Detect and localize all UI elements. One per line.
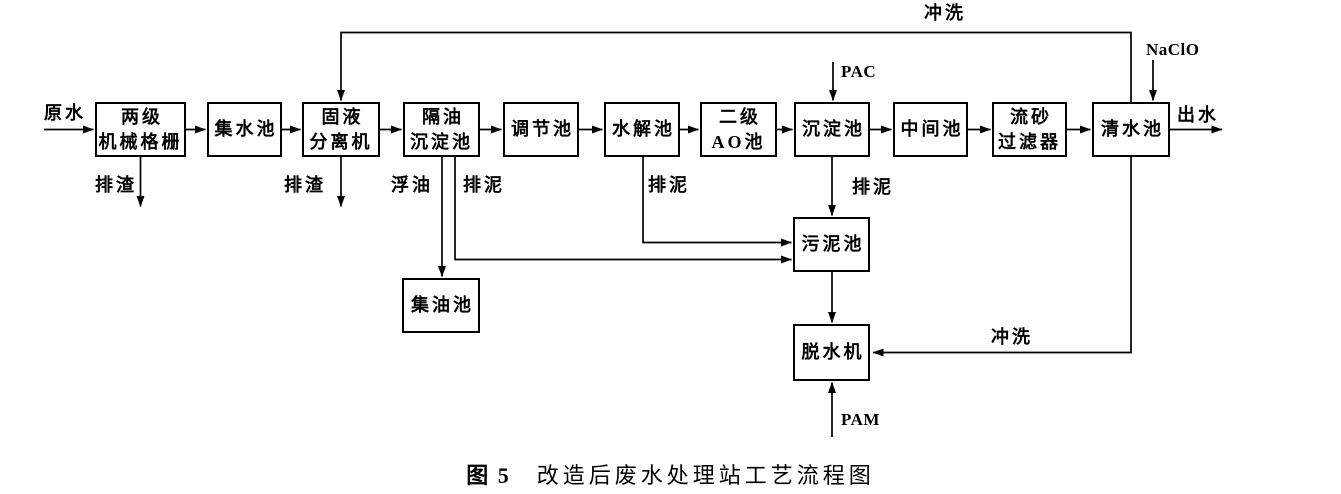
node-collecting-tank: 集水池 bbox=[207, 102, 282, 157]
label-pam: PAM bbox=[841, 410, 880, 429]
label-pac: PAC bbox=[841, 62, 877, 81]
label-slag-grille: 排渣 bbox=[95, 175, 137, 195]
node-hydrolysis-tank: 水解池 bbox=[604, 102, 680, 157]
label-sludge-sediment: 排泥 bbox=[852, 177, 894, 197]
label-effluent: 出水 bbox=[1177, 105, 1219, 125]
label-naclo: NaClO bbox=[1146, 40, 1200, 59]
node-sand-filter: 流砂 过滤器 bbox=[992, 102, 1067, 157]
arrow-hydrolysis-sludge-to-sludgetank bbox=[642, 157, 792, 247]
node-sedimentation-tank: 沉淀池 bbox=[794, 102, 870, 157]
label-slag-separator: 排渣 bbox=[284, 175, 326, 195]
flush-line-dewater bbox=[872, 155, 1132, 357]
node-solid-liquid-separator: 固液 分离机 bbox=[302, 102, 380, 157]
node-clear-water-tank: 清水池 bbox=[1092, 102, 1170, 157]
node-oil-collecting-tank: 集油池 bbox=[402, 278, 480, 333]
label-flush-dewater: 冲洗 bbox=[991, 327, 1033, 347]
node-regulating-tank: 调节池 bbox=[503, 102, 579, 157]
label-flush-top: 冲洗 bbox=[924, 3, 966, 23]
node-two-stage-ao-tank: 二级 AO池 bbox=[700, 102, 777, 157]
flush-line-top bbox=[337, 31, 1132, 102]
label-floating-oil: 浮油 bbox=[391, 175, 433, 195]
figure-title: 改造后废水处理站工艺流程图 bbox=[536, 463, 875, 488]
node-oil-separation-sedimentation-tank: 隔油 沉淀池 bbox=[403, 102, 480, 157]
arrow-oilsed-sludge-to-sludgetank bbox=[454, 157, 792, 264]
label-sludge-hydrolysis: 排泥 bbox=[648, 175, 690, 195]
label-sludge-oilsed: 排泥 bbox=[463, 175, 505, 195]
node-dewatering-machine: 脱水机 bbox=[793, 324, 870, 381]
figure-caption: 图 5 改造后废水处理站工艺流程图 bbox=[0, 458, 1341, 490]
node-mechanical-grille: 两级 机械格栅 bbox=[95, 102, 186, 157]
label-raw-water: 原水 bbox=[44, 103, 86, 123]
node-sludge-tank: 污泥池 bbox=[793, 217, 870, 272]
figure-number: 图 5 bbox=[466, 463, 511, 488]
node-intermediate-tank: 中间池 bbox=[893, 102, 968, 157]
